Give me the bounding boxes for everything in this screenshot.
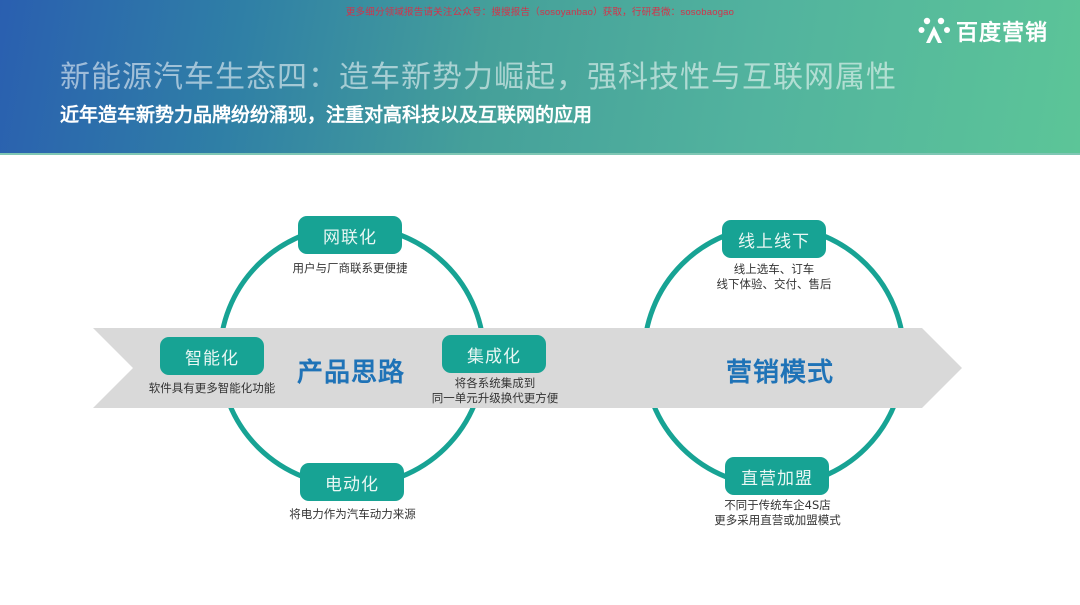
node-electric: 电动化	[300, 463, 404, 501]
brand-name: 百度营销	[956, 21, 1049, 46]
node-label: 网联化	[323, 227, 377, 248]
node-online-offline-caption: 线上选车、订车 线下体验、交付、售后	[694, 262, 854, 292]
header-banner: 更多细分领域报告请关注公众号：搜搜报告（sosoyanbao）获取，行研君微：s…	[0, 0, 1080, 155]
node-integrated: 集成化	[442, 335, 546, 373]
center-label-product: 产品思路	[297, 358, 406, 388]
watermark-text: 更多细分领域报告请关注公众号：搜搜报告（sosoyanbao）获取，行研君微：s…	[345, 7, 735, 18]
node-label: 线上线下	[738, 231, 810, 252]
node-label: 电动化	[325, 474, 379, 495]
node-label: 智能化	[185, 348, 239, 369]
caption-line: 线上选车、订车	[733, 262, 815, 276]
caption-line: 用户与厂商联系更便捷	[292, 261, 408, 275]
caption-line: 更多采用直营或加盟模式	[714, 513, 841, 527]
caption-line: 线下体验、交付、售后	[716, 277, 832, 291]
caption-line: 不同于传统车企4S店	[724, 498, 831, 512]
node-direct-franchise: 直营加盟	[725, 457, 829, 495]
brand-logo: 百度营销	[918, 14, 1048, 48]
node-integrated-caption: 将各系统集成到 同一单元升级换代更方便	[415, 376, 575, 406]
center-label-marketing: 营销模式	[726, 358, 835, 388]
node-label: 集成化	[467, 346, 521, 367]
node-label: 直营加盟	[741, 468, 813, 489]
node-intelligent-caption: 软件具有更多智能化功能	[132, 381, 292, 396]
caption-line: 将各系统集成到	[454, 376, 536, 390]
caption-line: 同一单元升级换代更方便	[431, 391, 559, 405]
node-direct-franchise-caption: 不同于传统车企4S店 更多采用直营或加盟模式	[695, 498, 860, 528]
paw-icon	[918, 16, 952, 46]
node-online-offline: 线上线下	[722, 220, 826, 258]
node-electric-caption: 将电力作为汽车动力来源	[265, 507, 440, 522]
page-title: 新能源汽车生态四：造车新势力崛起，强科技性与互联网属性	[60, 60, 897, 95]
node-intelligent: 智能化	[160, 337, 264, 375]
page-subtitle: 近年造车新势力品牌纷纷涌现，注重对高科技以及互联网的应用	[60, 104, 593, 126]
caption-line: 软件具有更多智能化功能	[148, 381, 276, 395]
caption-line: 将电力作为汽车动力来源	[289, 507, 416, 521]
node-networked-caption: 用户与厂商联系更便捷	[270, 261, 430, 276]
node-networked: 网联化	[298, 216, 402, 254]
